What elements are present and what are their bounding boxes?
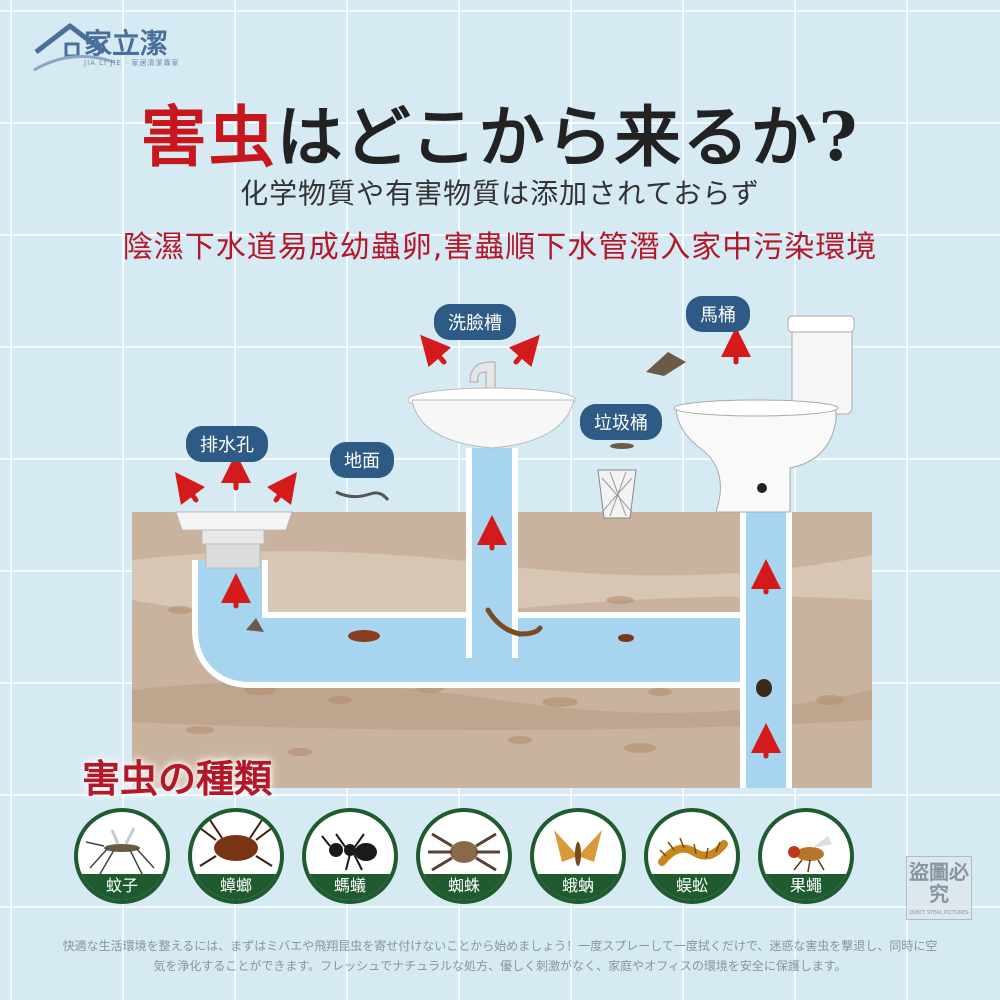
- subtitle-line-2: 陰濕下水道易成幼蟲卵,害蟲順下水管潛入家中污染環境: [122, 230, 878, 265]
- title-rest: はどこから来るか?: [276, 98, 860, 176]
- tag-floor: 地面: [330, 442, 394, 478]
- moth-icon: [554, 830, 602, 866]
- toilet: [673, 315, 855, 513]
- tag-drain: 排水孔: [186, 426, 268, 462]
- pest-label: 蜈蚣: [648, 874, 736, 900]
- tag-trash: 垃圾桶: [580, 404, 662, 440]
- subtitle-line-1: 化学物質や有害物質は添加されておらず: [240, 177, 760, 210]
- pest-moth: 蛾蚋: [530, 808, 626, 904]
- pest-section-title: 害虫の種類: [82, 756, 273, 801]
- centipede-icon: [658, 837, 728, 866]
- spider-icon: [428, 832, 500, 872]
- stamp-text: 盜圖必究: [909, 860, 969, 906]
- footer-description: 快適な生活環境を整えるには、まずはミバエや飛翔昆虫を寄せ付けないことから始めまし…: [62, 939, 938, 973]
- pest-label: 蛾蚋: [534, 874, 622, 900]
- fruit-fly-icon: [788, 836, 832, 873]
- pest-cockroach: 蟑螂: [188, 808, 284, 904]
- pest-label: 果蠅: [762, 874, 850, 900]
- floor-drain: [175, 511, 293, 569]
- brand-subtitle: JIA LI JIE · 家居清潔專家: [84, 59, 180, 67]
- bugs-in-scene: [246, 352, 772, 697]
- brand-logo: [32, 18, 192, 74]
- pest-centipede: 蜈蚣: [644, 808, 740, 904]
- pest-mosquito: 蚊子: [74, 808, 170, 904]
- pest-label: 蚊子: [78, 874, 166, 900]
- title-highlight: 害虫: [140, 98, 277, 176]
- pest-ant: 螞蟻: [302, 808, 398, 904]
- house-icon: [33, 23, 115, 72]
- cockroach-icon: [199, 819, 273, 867]
- tag-sink: 洗臉槽: [434, 304, 516, 340]
- pest-spider: 蜘蛛: [416, 808, 512, 904]
- watermark-stamp: 盜圖必究 DON'T STEAL PICTURES: [906, 856, 972, 920]
- pest-fruit-fly: 果蠅: [758, 808, 854, 904]
- pest-label: 蜘蛛: [420, 874, 508, 900]
- soil-layer: [132, 682, 872, 730]
- sink: [407, 361, 577, 449]
- pest-label: 螞蟻: [306, 874, 394, 900]
- pest-label: 蟑螂: [192, 874, 280, 900]
- brand-name: 家立潔: [84, 27, 169, 60]
- ant-icon: [321, 833, 377, 871]
- infestation-arrows: [175, 327, 781, 759]
- pest-list: 蚊子 蟑螂 螞蟻 蜘蛛 蛾蚋 蜈蚣: [60, 808, 940, 908]
- stamp-subtitle: DON'T STEAL PICTURES: [909, 910, 969, 916]
- trash-can: [597, 469, 637, 519]
- tag-toilet: 馬桶: [686, 296, 750, 332]
- page-title: 害虫はどこから来るか?: [0, 84, 1000, 180]
- mosquito-icon: [85, 827, 155, 875]
